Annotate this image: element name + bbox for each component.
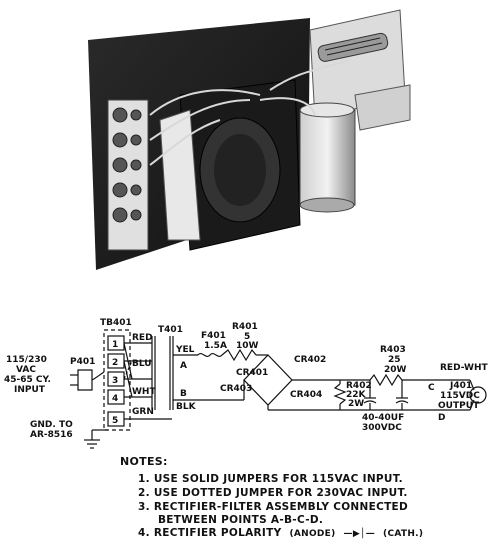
wire-wht: WHT (132, 387, 156, 397)
notes-header: NOTES: (120, 455, 168, 468)
jack-label: J401 (449, 381, 472, 391)
terminal-1: 1 (112, 340, 118, 350)
terminal-strip (107, 99, 149, 251)
terminal-block-label: TB401 (100, 318, 132, 328)
note-2: 2. USE DOTTED JUMPER FOR 230VAC INPUT. (138, 487, 408, 499)
notes-section: NOTES: 1. USE SOLID JUMPERS FOR 115VAC I… (120, 455, 480, 541)
cap-value: 40-40UF (362, 413, 404, 423)
wire-blu: BLU (132, 359, 152, 369)
r402-watt: 2W (348, 399, 364, 409)
note-4: 4. RECTIFIER POLARITY (ANODE) —▶│— (CATH… (138, 526, 480, 541)
diode-symbol-icon: —▶│— (343, 529, 376, 539)
fuse-rating: 1.5A (204, 341, 227, 351)
point-c: C (428, 383, 435, 393)
note-3-continued: BETWEEN POINTS A-B-C-D. (158, 514, 324, 526)
cr401-label: CR401 (236, 368, 268, 378)
jack-voltage: 115VDC (440, 391, 480, 401)
note-4-text: 4. RECTIFIER POLARITY (138, 527, 282, 539)
anode-label: (ANODE) (289, 529, 336, 539)
cr402-label: CR402 (294, 355, 326, 365)
fuse-label: F401 (201, 331, 226, 341)
r402-value: 22K (346, 390, 367, 400)
filter-capacitor (299, 109, 356, 206)
r403-value: 25 (388, 355, 401, 365)
secondary-blk: BLK (176, 402, 197, 412)
cap-voltage: 300VDC (362, 423, 402, 433)
wire-red: RED (132, 333, 153, 343)
point-d: D (438, 413, 445, 423)
transformer-label: T401 (158, 325, 183, 335)
transformer-frame (159, 109, 201, 241)
point-a: A (180, 361, 187, 371)
jack-output: OUTPUT (438, 401, 480, 411)
secondary-yel: YEL (175, 345, 195, 355)
plug-label: P401 (70, 357, 95, 367)
note-1: 1. USE SOLID JUMPERS FOR 115VAC INPUT. (138, 473, 403, 485)
wire-grn: GRN (132, 407, 154, 417)
schematic-diagram: 115/230 VAC 45-65 CY. INPUT P401 TB401 1… (4, 318, 489, 449)
terminal-5: 5 (112, 416, 118, 426)
cr404-label: CR404 (290, 390, 322, 400)
input-label-4: INPUT (14, 385, 46, 395)
r401-label: R401 (232, 322, 258, 332)
terminal-4: 4 (112, 394, 118, 404)
cathode-label: (CATH.) (383, 529, 424, 539)
terminal-3: 3 (112, 376, 118, 386)
terminal-2: 2 (112, 358, 118, 368)
output-wire-label: RED-WHT (440, 363, 489, 373)
r401-value: 5 (244, 332, 250, 342)
ground-label-2: AR-8516 (30, 430, 73, 440)
r401-watt: 10W (236, 341, 259, 351)
input-label-1: 115/230 (6, 355, 47, 365)
note-3: 3. RECTIFIER-FILTER ASSEMBLY CONNECTED (138, 501, 409, 513)
power-supply-photo (88, 9, 411, 270)
ground-label-1: GND. TO (30, 420, 73, 430)
r403-watt: 20W (384, 365, 407, 375)
input-label-2: VAC (16, 365, 36, 375)
input-label-3: 45-65 CY. (4, 375, 51, 385)
r402-label: R402 (346, 381, 372, 391)
point-b: B (180, 389, 187, 399)
r403-label: R403 (380, 345, 406, 355)
cr403-label: CR403 (220, 384, 252, 394)
